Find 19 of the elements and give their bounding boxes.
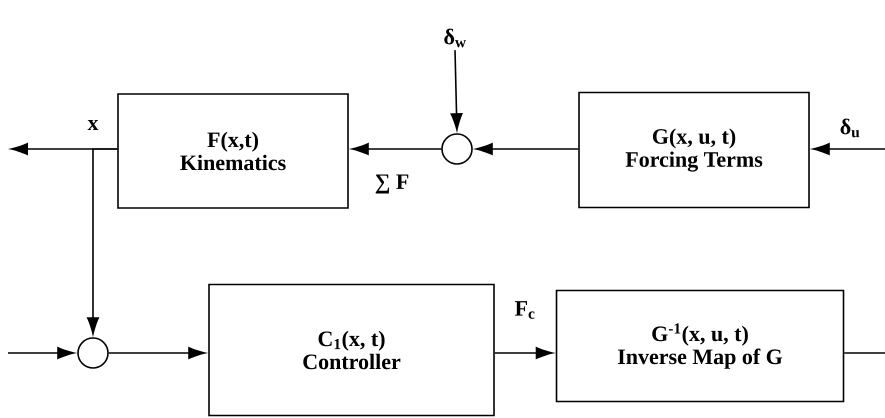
edge-label: F$_{c}$ xyxy=(514,300,536,320)
arrow xyxy=(108,347,206,359)
block-box: F(x,t) Kinematics xyxy=(117,93,349,209)
block-box: G(x, u, t) Forcing Terms xyxy=(578,92,810,208)
arrow xyxy=(450,50,463,130)
arrow xyxy=(8,347,74,359)
block-box: C$_{1}$(x, t) Controller xyxy=(208,284,495,416)
edge-label: δ$_{u}$ xyxy=(838,118,862,138)
arrow xyxy=(494,347,553,359)
signal-label: x xyxy=(86,118,100,132)
arrow xyxy=(87,148,118,334)
input-label: δ$_{w}$ xyxy=(444,28,466,48)
arrow xyxy=(352,143,442,155)
edge-label: ∑ F xyxy=(374,173,410,195)
block-box: G$^{-1}$(x, u, t) Inverse Map of G xyxy=(556,290,844,402)
arrow xyxy=(812,143,885,155)
summing-junction xyxy=(77,337,109,369)
arrow xyxy=(476,143,578,155)
summing-junction xyxy=(441,133,473,165)
